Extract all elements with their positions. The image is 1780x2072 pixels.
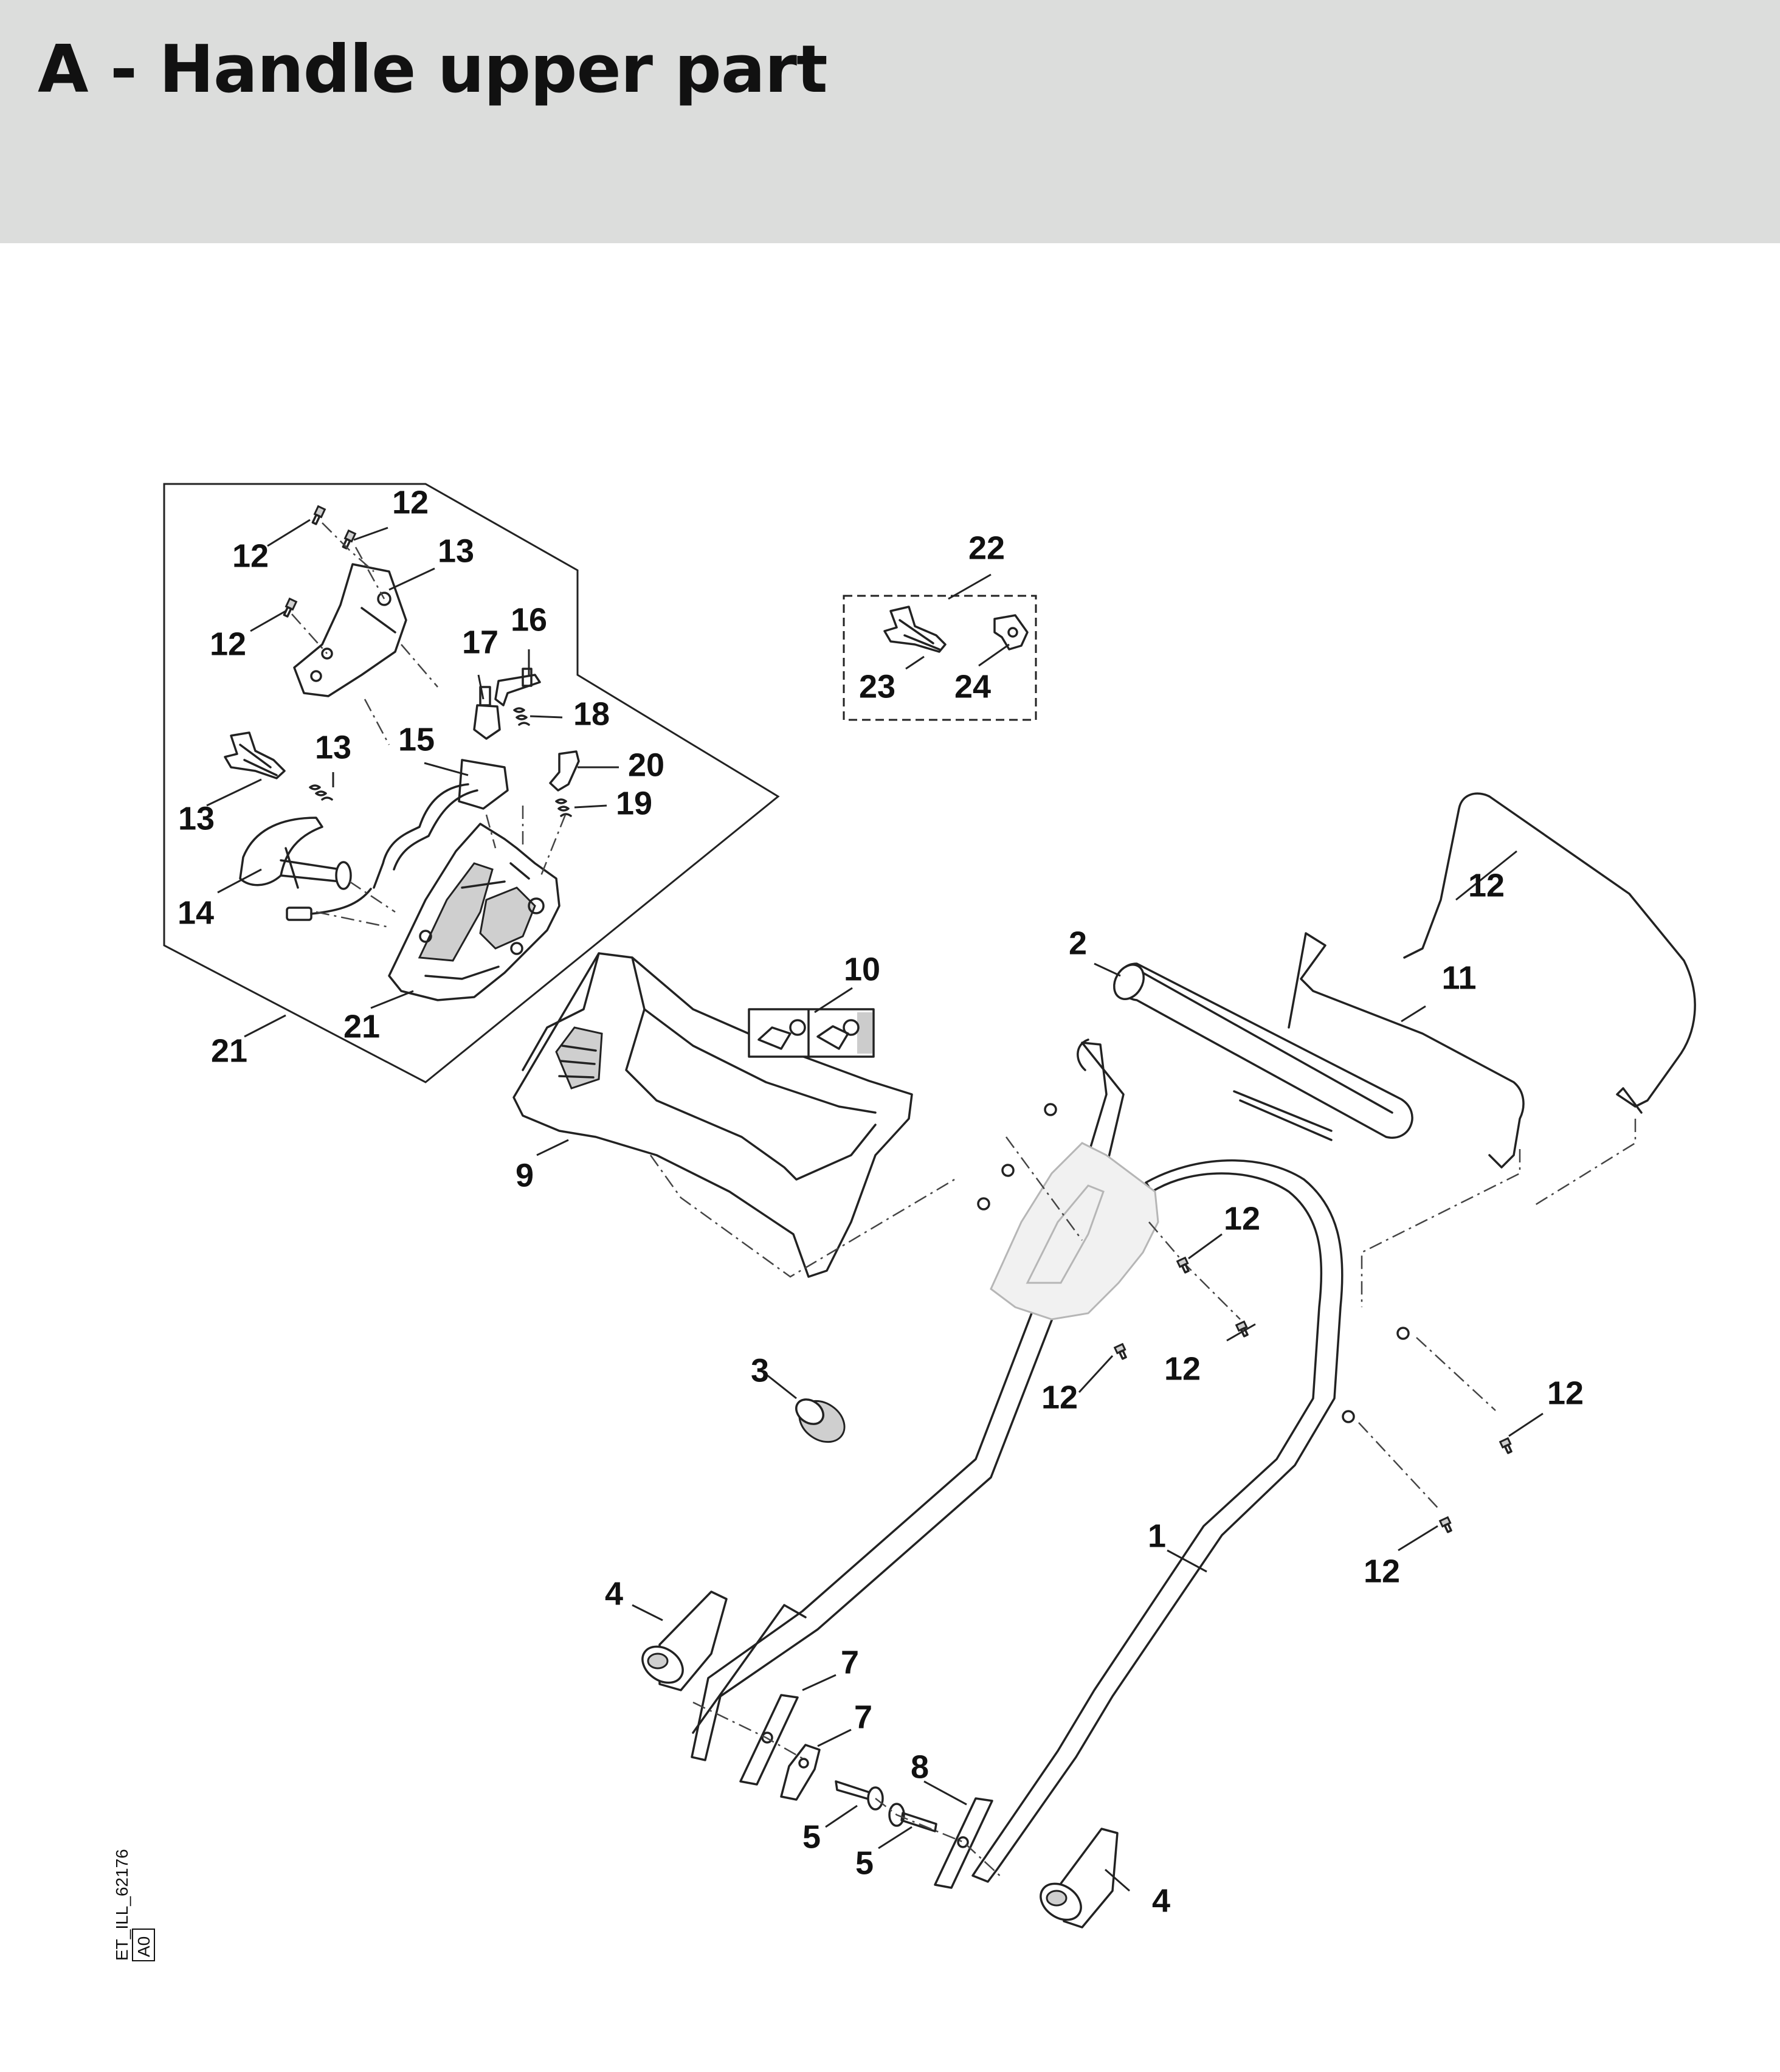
kit-100-frame xyxy=(843,595,1037,721)
callout-23: 21 xyxy=(343,1008,380,1045)
callout-14: 13 xyxy=(438,533,474,569)
drawing-stamp: ET_ILL_62176 A0 xyxy=(112,1849,155,1961)
part-7-strip-right xyxy=(934,1797,993,1889)
callout-9: 10 xyxy=(844,951,880,987)
part-11-bail-outer xyxy=(1403,792,1696,1114)
callout-5: 5 xyxy=(855,1845,874,1881)
part-102-clip xyxy=(993,614,1029,651)
part-13-screws xyxy=(283,505,357,618)
page-title: A - Handle upper part xyxy=(38,32,828,108)
part-2-grip xyxy=(1113,962,1413,1141)
callout-4: 4 xyxy=(605,1575,623,1612)
part-19-lever xyxy=(494,668,541,706)
callout-12: 12 xyxy=(1041,1379,1078,1415)
callout-12: 12 xyxy=(1224,1200,1260,1237)
callout-11: 12 xyxy=(1468,867,1505,903)
part-3-knob xyxy=(795,1398,846,1443)
callout-20: 17 xyxy=(462,624,498,660)
callout-21: 18 xyxy=(573,696,610,732)
leader-lines xyxy=(206,519,1544,1892)
part-20-switch xyxy=(473,686,501,740)
part-18-switch-cable xyxy=(373,759,509,889)
callout-13: 12 xyxy=(392,484,429,520)
part-9-warning-label xyxy=(748,1008,875,1058)
part-15-actuator xyxy=(224,731,286,779)
callout-2: 2 xyxy=(1069,925,1087,961)
part-14-bracket xyxy=(293,563,407,697)
callout-6: 7 xyxy=(854,1699,872,1735)
part-22-latch xyxy=(549,750,580,792)
header-bar: A - Handle upper part xyxy=(0,0,1780,243)
callout-17: 14 xyxy=(178,894,214,931)
callout-12: 12 xyxy=(1364,1553,1400,1589)
callout-100: 22 xyxy=(968,530,1005,566)
callout-13: 12 xyxy=(210,626,246,662)
callout-24: 21 xyxy=(211,1032,247,1069)
callout-8: 9 xyxy=(516,1157,534,1193)
part-16-spring xyxy=(309,784,333,801)
revision-code: A0 xyxy=(134,1936,153,1957)
drawing-code: ET_ILL_62176 xyxy=(112,1849,131,1961)
callout-16: 13 xyxy=(315,729,351,765)
callout-15: 13 xyxy=(178,800,215,837)
part-23-housing xyxy=(388,823,561,1001)
callout-4: 4 xyxy=(1152,1882,1170,1919)
callout-labels: 12 12 13 12 16 17 18 15 13 20 19 13 14 2… xyxy=(178,484,1584,1919)
part-21-spring-upper xyxy=(513,707,530,726)
callout-5: 5 xyxy=(802,1818,821,1855)
callout-102: 24 xyxy=(954,668,991,705)
part-21-spring-lower xyxy=(555,798,572,817)
part-housing-ghost xyxy=(990,1142,1159,1321)
part-8-cover xyxy=(512,952,913,1278)
callout-101: 23 xyxy=(859,668,895,705)
part-17-lever-handle xyxy=(239,817,352,890)
callout-18: 15 xyxy=(398,721,435,758)
callout-7: 7 xyxy=(841,1644,859,1680)
callout-12: 12 xyxy=(1164,1350,1201,1387)
part-101-actuator xyxy=(883,606,947,653)
part-1-handle-right-tube xyxy=(971,1103,1410,1883)
callout-13: 12 xyxy=(232,537,269,574)
callout-7: 8 xyxy=(911,1749,929,1785)
callout-21: 19 xyxy=(616,785,652,821)
callout-19: 16 xyxy=(511,601,547,638)
part-5-bolt-lower xyxy=(888,1803,937,1832)
part-4-clamp-lever-right xyxy=(1040,1828,1119,1929)
callout-1: 1 xyxy=(1148,1518,1166,1554)
part-4-clamp-lever-left xyxy=(641,1590,728,1691)
part-5-bolt-upper xyxy=(835,1780,884,1811)
callout-3: 3 xyxy=(751,1352,769,1389)
callout-10: 11 xyxy=(1441,959,1476,996)
callout-22: 20 xyxy=(628,747,664,783)
part-12-screws xyxy=(1113,1256,1513,1533)
part-10-bail-inner xyxy=(1288,932,1525,1169)
part-6-clip xyxy=(780,1744,821,1801)
inset-frame xyxy=(163,483,780,1083)
callout-12: 12 xyxy=(1547,1375,1584,1411)
